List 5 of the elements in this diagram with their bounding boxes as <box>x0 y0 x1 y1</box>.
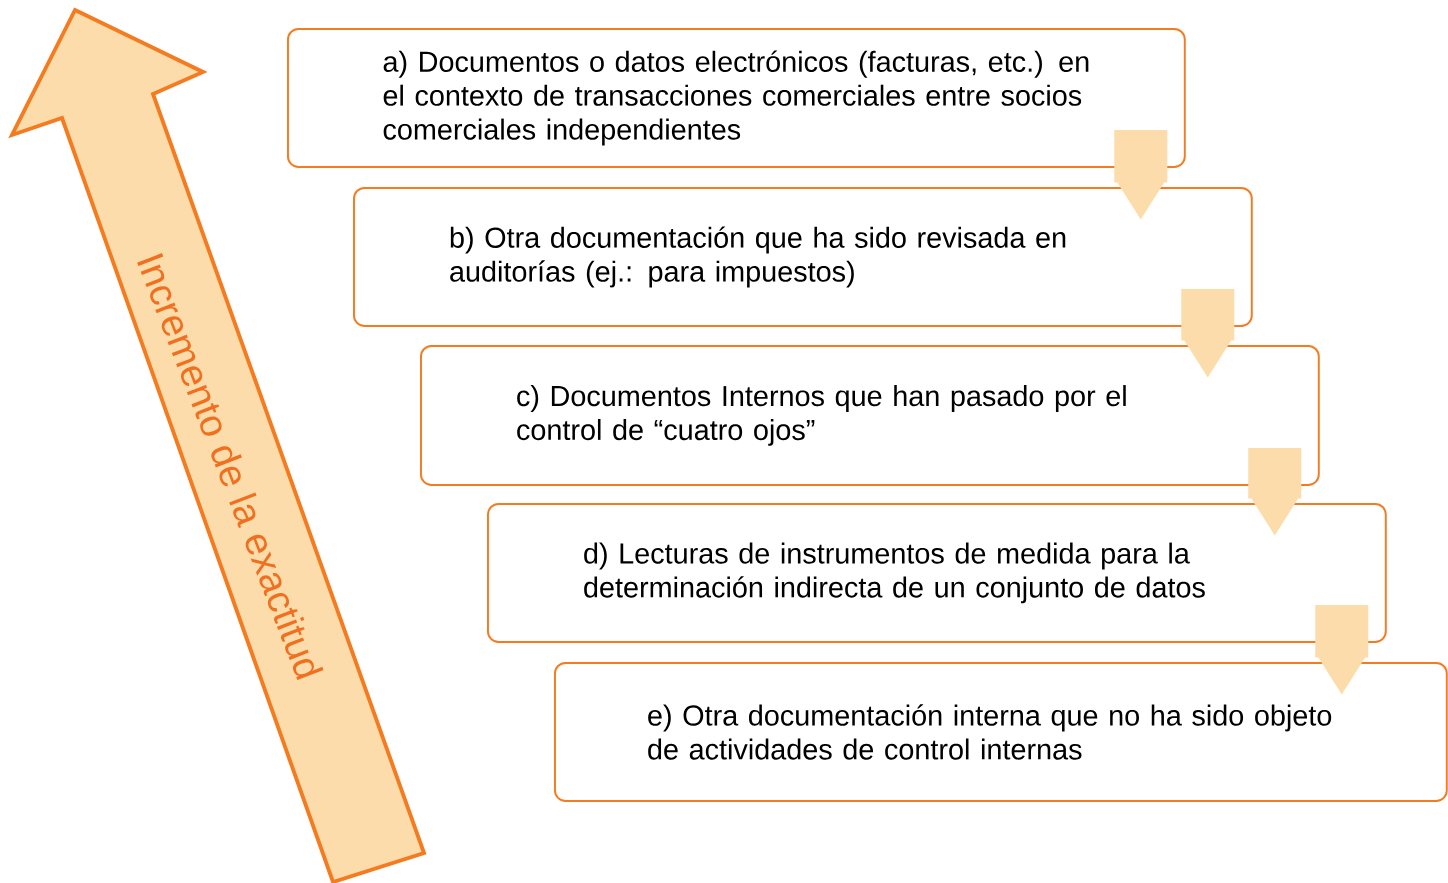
text-box: d) Lecturas de instrumentos de medida para la determinación indirecta de un conjunto de datos <box>487 503 1387 643</box>
text-box: a) Documentos o datos electrónicos (facturas, etc.) en el contexto de transacciones comerciales entre socios comerciales independientes <box>287 28 1186 168</box>
text-box: e) Otra documentación interna que no ha sido objeto de actividades de control internas <box>554 662 1448 802</box>
text-box: c) Documentos Internos que han pasado por el control de “cuatro ojos” <box>420 345 1320 486</box>
text-box: b) Otra documentación que ha sido revisada en auditorías (ej.: para impuestos) <box>353 187 1253 327</box>
